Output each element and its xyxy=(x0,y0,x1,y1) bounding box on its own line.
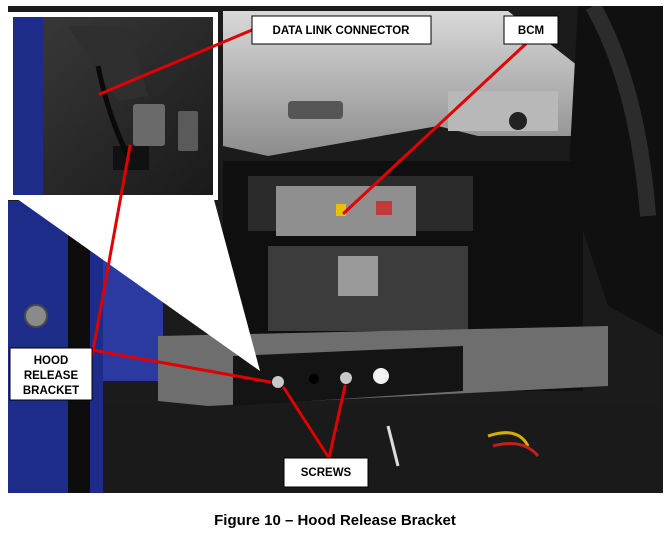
inset-brake-pedal xyxy=(133,104,165,146)
bracket-hole xyxy=(309,374,319,384)
leader-screws-right xyxy=(327,384,347,460)
inset-pointer xyxy=(13,196,260,371)
inset-connector xyxy=(113,146,149,170)
dash-right-panel xyxy=(448,91,558,131)
photo-figure: DATA LINK CONNECTOR BCM HOOD RELEASE BRA… xyxy=(8,6,663,493)
inset-blue-door xyxy=(13,17,43,195)
fuse-red xyxy=(376,201,392,215)
dash-vent xyxy=(288,101,343,119)
fuse-yellow xyxy=(336,204,346,216)
callout-hood-release-line3: BRACKET xyxy=(23,385,79,397)
callout-data-link-connector: DATA LINK CONNECTOR xyxy=(251,15,432,45)
callout-bcm: BCM xyxy=(503,15,559,45)
callout-hood-release-line1: HOOD xyxy=(34,355,69,367)
callout-hood-release-line2: RELEASE xyxy=(24,370,79,382)
dash-knob xyxy=(509,112,527,130)
wire-yellow xyxy=(487,431,530,447)
leader-bcm xyxy=(342,37,533,215)
inset-gas-pedal xyxy=(178,111,198,151)
bracket-white-clip xyxy=(373,368,389,384)
steering-wheel-rim xyxy=(586,6,656,217)
leader-hood-release-inset xyxy=(90,144,132,358)
door-hinge-bolt xyxy=(24,304,48,328)
kick-panel xyxy=(103,406,663,493)
figure-caption: Figure 10 – Hood Release Bracket xyxy=(214,512,456,529)
callout-screws-text: SCREWS xyxy=(301,467,352,479)
wire-white xyxy=(386,425,400,467)
callout-screws: SCREWS xyxy=(283,457,369,488)
callout-data-link-connector-text: DATA LINK CONNECTOR xyxy=(273,25,411,37)
callout-hood-release-bracket: HOOD RELEASE BRACKET xyxy=(9,347,93,401)
leader-screws-left xyxy=(282,386,331,460)
leader-data-link-connector xyxy=(98,28,254,96)
steering-column xyxy=(568,6,663,336)
door-seal xyxy=(68,201,90,493)
bracket-screw-left xyxy=(272,376,284,388)
callout-bcm-text: BCM xyxy=(518,25,544,37)
leader-hood-release-bracket xyxy=(90,348,272,384)
bracket-screw-right xyxy=(340,372,352,384)
inset-cable xyxy=(95,65,131,158)
wire-red xyxy=(492,442,540,458)
wiring-grey-connector xyxy=(338,256,378,296)
